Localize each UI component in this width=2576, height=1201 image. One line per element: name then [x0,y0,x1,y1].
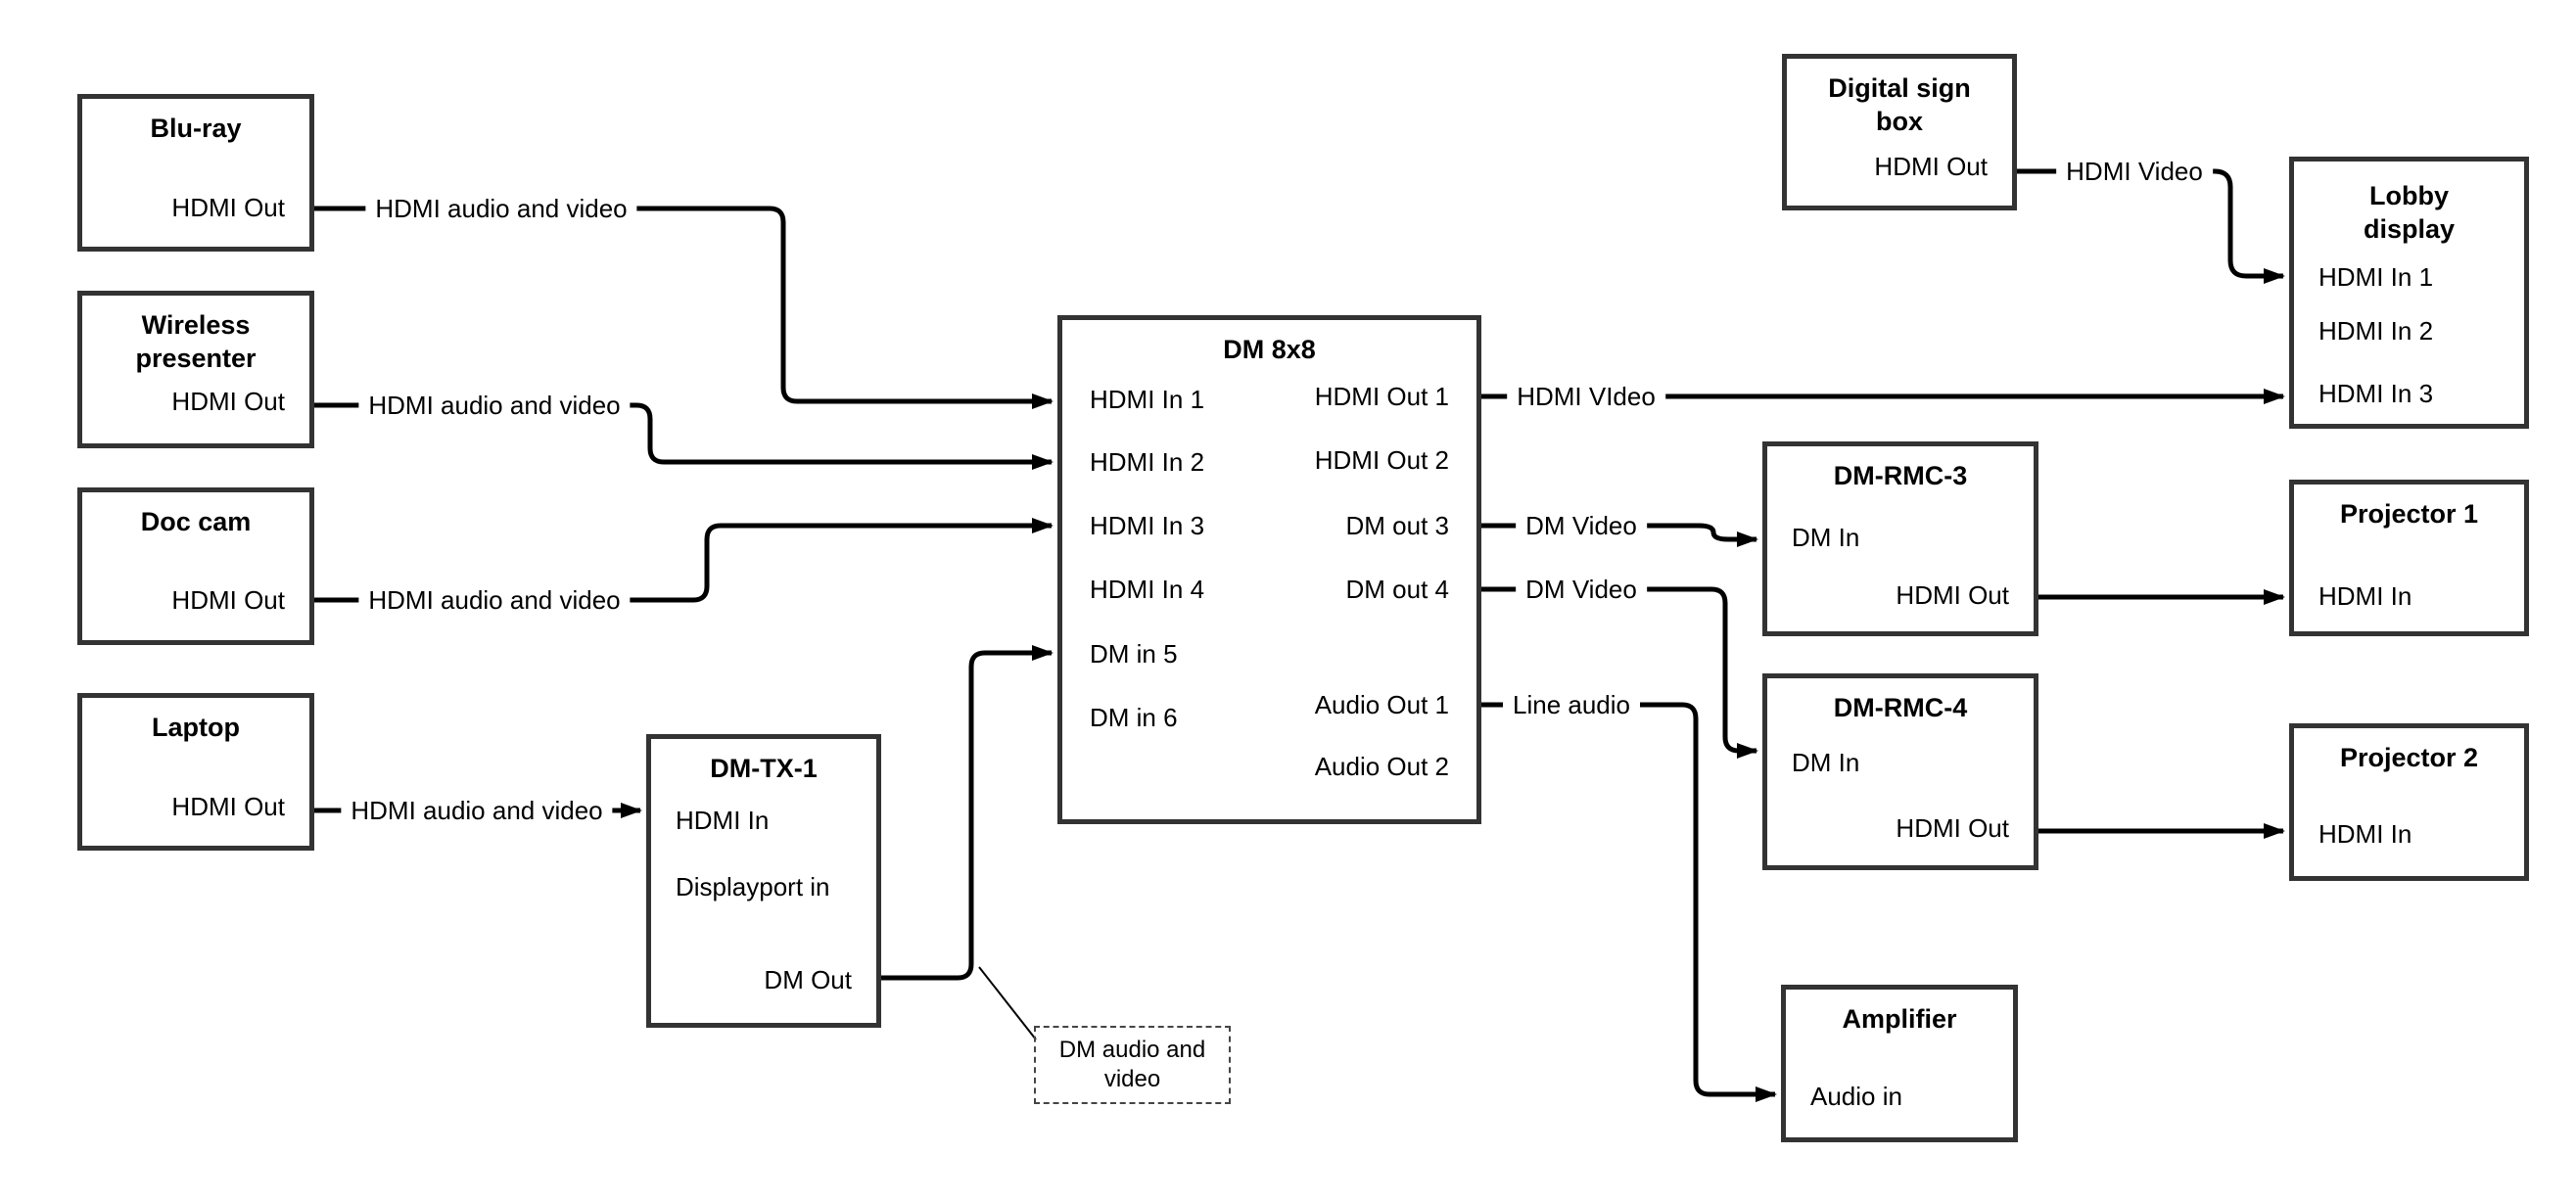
port-hdmi-in-2: HDMI In 2 [2318,316,2434,346]
port-hdmi-out: HDMI Out [171,792,285,821]
node-title: DM-RMC-3 [1833,461,1968,490]
port-dm-in-6: DM in 6 [1090,703,1178,732]
port-hdmi-out: HDMI Out [1896,813,2009,843]
node-wireless-presenter: Wireless presenter HDMI Out [77,291,314,448]
wire-label-hdmi-video-sign: HDMI Video [2056,156,2213,187]
wire-label-hdmi-audio-video-1: HDMI audio and video [365,193,637,224]
wire-doccam-to-dm8x8 [314,518,1054,603]
port-hdmi-in: HDMI In [2318,819,2412,849]
port-hdmi-in-4: HDMI In 4 [1090,575,1205,604]
port-audio-in: Audio in [1810,1082,1902,1111]
node-title: Projector 1 [2339,499,2479,529]
port-hdmi-out: HDMI Out [1874,152,1988,181]
node-dm-8x8-switcher: DM 8x8 HDMI In 1 HDMI In 2 HDMI In 3 HDM… [1057,315,1481,824]
node-title: Amplifier [1842,1004,1957,1034]
port-hdmi-out: HDMI Out [1896,580,2009,610]
node-title: DM-RMC-4 [1833,693,1968,722]
wire-label-hdmi-video-out1: HDMI VIdeo [1507,381,1665,412]
wire-bluray-to-dm8x8 [314,206,1054,409]
port-hdmi-in-3: HDMI In 3 [1090,511,1205,540]
port-hdmi-out: HDMI Out [171,585,285,615]
node-amplifier: Amplifier Audio in [1781,985,2018,1142]
wire-dmtx1-to-dm8x8 [881,645,1054,981]
port-hdmi-in-2: HDMI In 2 [1090,447,1205,477]
node-dm-tx-1: DM-TX-1 HDMI In Displayport in DM Out [646,734,881,1028]
port-hdmi-in-1: HDMI In 1 [2318,262,2434,292]
node-title: Projector 2 [2339,743,2479,772]
annotation-dm-audio-and-video: DM audio and video [1034,1026,1231,1104]
node-title: Digital sign box [1828,73,1971,136]
port-hdmi-out: HDMI Out [171,387,285,416]
node-title: Doc cam [140,507,252,536]
port-dm-out-3: DM out 3 [1345,511,1450,540]
port-hdmi-in: HDMI In [676,806,770,835]
annotation-text: DM audio and video [1058,1037,1206,1092]
node-title: DM 8x8 [1223,335,1316,364]
node-dm-rmc-4: DM-RMC-4 DM In HDMI Out [1762,673,2038,870]
node-doc-cam: Doc cam HDMI Out [77,487,314,645]
port-dm-in: DM In [1792,748,1860,777]
port-dm-in-5: DM in 5 [1090,639,1178,669]
wire-dmout4-to-dmrmc4 [1481,586,1758,759]
node-lobby-display: Lobby display HDMI In 1 HDMI In 2 HDMI I… [2289,157,2529,429]
wire-label-dm-video-out3: DM Video [1516,510,1647,541]
note-leader-line [978,966,1037,1040]
node-title: Lobby display [2363,181,2456,244]
wire-label-hdmi-audio-video-3: HDMI audio and video [358,584,631,616]
wire-dmout3-to-dmrmc3 [1481,523,1758,547]
port-hdmi-out-1: HDMI Out 1 [1314,382,1449,411]
wire-label-dm-video-out4: DM Video [1516,574,1647,605]
port-hdmi-in: HDMI In [2318,581,2412,611]
port-audio-out-1: Audio Out 1 [1314,690,1449,719]
node-title: DM-TX-1 [710,754,818,783]
wire-audioout1-to-amplifier [1481,702,1777,1102]
wire-wireless-to-dm8x8 [314,402,1054,470]
wire-digitalsign-to-lobby [2017,168,2285,284]
node-projector-1: Projector 1 HDMI In [2289,480,2529,636]
node-title: Wireless presenter [135,310,257,373]
node-projector-2: Projector 2 HDMI In [2289,723,2529,881]
wire-label-line-audio: Line audio [1503,689,1640,720]
wire-label-hdmi-audio-video-2: HDMI audio and video [358,390,631,421]
node-laptop: Laptop HDMI Out [77,693,314,851]
port-hdmi-out: HDMI Out [171,193,285,222]
port-dm-out-4: DM out 4 [1345,575,1450,604]
node-dm-rmc-3: DM-RMC-3 DM In HDMI Out [1762,441,2038,636]
node-digital-sign-box: Digital sign box HDMI Out [1782,54,2017,210]
node-title: Blu-ray [150,114,242,143]
port-audio-out-2: Audio Out 2 [1314,752,1449,781]
wire-label-hdmi-audio-video-4: HDMI audio and video [341,795,613,826]
port-hdmi-in-1: HDMI In 1 [1090,385,1205,414]
port-dm-in: DM In [1792,523,1860,552]
port-dm-out: DM Out [764,965,852,994]
port-hdmi-out-2: HDMI Out 2 [1314,445,1449,475]
port-displayport-in: Displayport in [676,872,830,901]
port-hdmi-in-3: HDMI In 3 [2318,379,2434,408]
node-blu-ray: Blu-ray HDMI Out [77,94,314,252]
node-title: Laptop [152,713,240,742]
